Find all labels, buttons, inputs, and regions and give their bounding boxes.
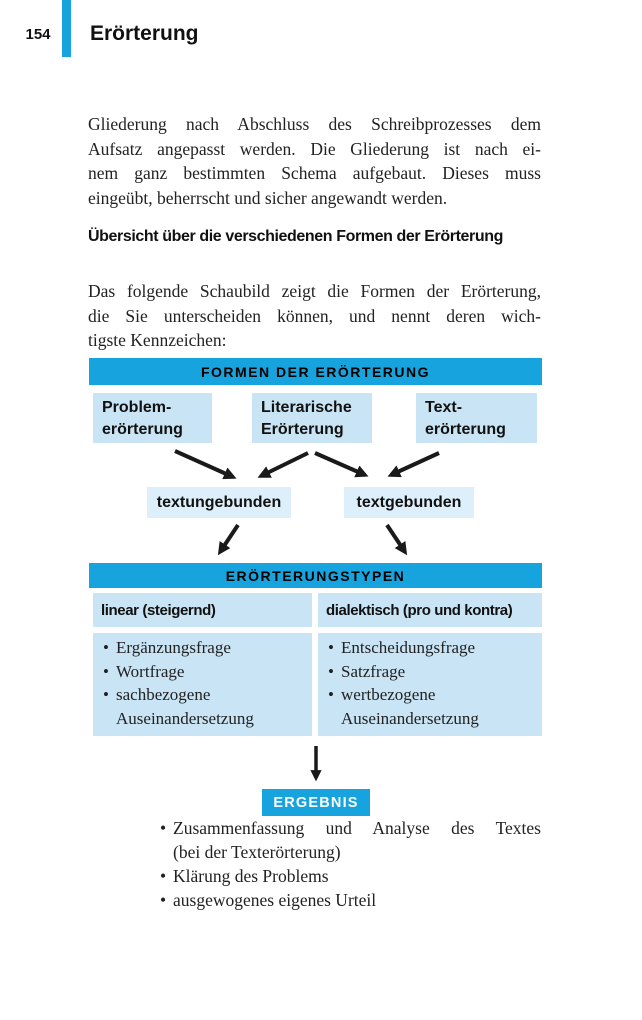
chapter-accent-bar [62, 0, 71, 57]
text-line: (bei der Texterörterung) [173, 842, 341, 862]
text-line: tigste Kennzeichen: [88, 330, 227, 350]
text-line: erörterung [425, 421, 506, 438]
text-line: Klärung des Problems [173, 866, 329, 886]
arrow-literarisch-to-textungebunden [257, 451, 309, 478]
text-line: nem ganz bestimmten Schema aufgebaut. Di… [88, 163, 541, 183]
arrow-textungebunden-to-typen [217, 523, 240, 556]
page-number: 154 [25, 26, 51, 43]
intro-paragraph: Gliederung nach Abschluss des Schreibpro… [88, 112, 541, 210]
section-heading: Übersicht über die verschiedenen Formen … [88, 228, 503, 245]
column-header-linear: linear (steigernd) [93, 593, 312, 627]
arrow-text-to-textgebunden [387, 451, 440, 478]
binding-box-textgebunden: textgebunden [344, 487, 474, 518]
form-box-texteroerterung: Text-erörterung [416, 393, 537, 443]
section-paragraph: Das folgende Schaubild zeigt die Formen … [88, 279, 541, 353]
text-line: Gliederung nach Abschluss des Schreibpro… [88, 114, 541, 134]
bullet-icon: • [103, 685, 109, 704]
list-item: •Satzfrage [328, 660, 536, 684]
text-line: Aufsatz angepasst werden. Die Gliederung… [88, 138, 541, 159]
text-line: Problem- [102, 399, 172, 416]
bullet-icon: • [103, 638, 109, 657]
column-body-linear: •Ergänzungsfrage•Wortfrage•sachbezogene … [93, 633, 312, 736]
text-line: ausgewogenes eigenes Urteil [173, 890, 377, 910]
text-line: Zusammenfassung und Analyse des Textes [173, 818, 541, 838]
text-line: Das folgende Schaubild zeigt die Formen … [88, 281, 541, 301]
text-line: Literarische [261, 399, 352, 416]
bullet-icon: • [103, 661, 109, 681]
arrow-textgebunden-to-typen [385, 523, 408, 556]
list-item: • ausgewogenes eigenes Urteil [160, 888, 541, 912]
text-line: Erörterung [261, 421, 344, 438]
typen-header-bar: ERÖRTERUNGSTYPEN [89, 563, 542, 588]
result-list: • Zusammenfassung und Analyse des Textes (… [160, 816, 541, 912]
list-item: •sachbezogene Auseinandersetzung [103, 685, 254, 728]
text-line: eingeübt, beherrscht und sicher angewand… [88, 187, 448, 208]
bullet-icon: • [328, 661, 334, 681]
formen-header-bar: FORMEN DER ERÖRTERUNG [89, 358, 542, 385]
list-item: •Entscheidungsfrage [328, 636, 536, 660]
column-body-dialektisch: •Entscheidungsfrage•Satzfrage•wertbezoge… [318, 633, 542, 736]
list-item: • Klärung des Problems [160, 864, 541, 888]
arrow-problem-to-textungebunden [174, 449, 237, 480]
arrow-literarisch-to-textgebunden [314, 451, 369, 478]
text-line: Text- [425, 399, 463, 416]
bullet-icon: • [160, 818, 167, 838]
text-line: erörterung [102, 421, 183, 438]
column-header-dialektisch: dialektisch (pro und kontra) [318, 593, 542, 627]
list-item: •Wortfrage [103, 660, 306, 684]
bullet-icon: • [160, 890, 167, 910]
list-item: • Zusammenfassung und Analyse des Textes (… [160, 816, 541, 864]
ergebnis-box: ERGEBNIS [262, 789, 370, 816]
list-item: •Ergänzungsfrage [103, 636, 306, 660]
binding-box-textungebunden: textungebunden [147, 487, 291, 518]
list-item: •wertbezogene Auseinandersetzung [328, 685, 479, 728]
bullet-icon: • [328, 685, 334, 704]
bullet-icon: • [160, 866, 167, 886]
eroerterung-diagram: FORMEN DER ERÖRTERUNG Problem-erörterung… [89, 358, 542, 818]
page-title: Erörterung [90, 22, 199, 45]
text-line: die Sie unterscheiden können, und nennt … [88, 305, 541, 326]
form-box-problemeroerterung: Problem-erörterung [93, 393, 212, 443]
bullet-icon: • [328, 638, 334, 657]
